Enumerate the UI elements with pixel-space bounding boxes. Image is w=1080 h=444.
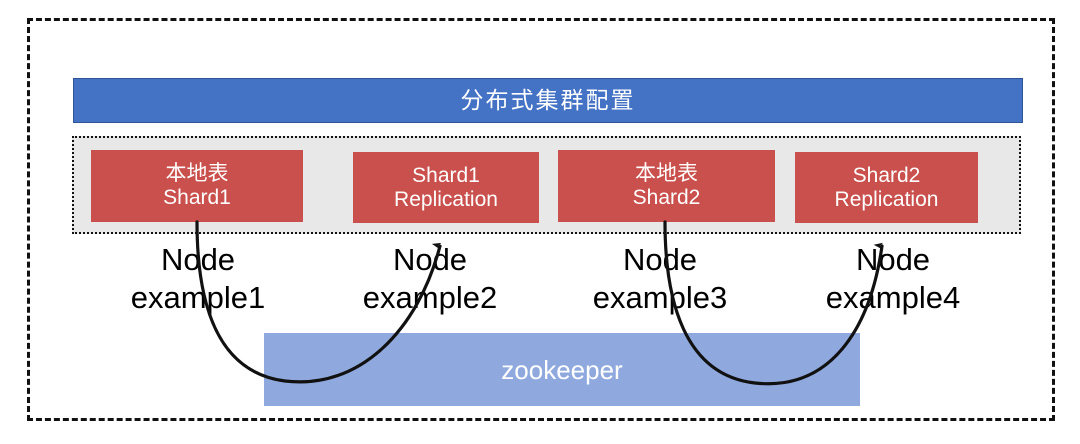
shard-box-shard1-local: 本地表 Shard1 [91, 150, 303, 222]
config-bar-label: 分布式集群配置 [460, 87, 636, 113]
node-label-line2: example4 [825, 279, 961, 315]
shard-box-shard2-local: 本地表 Shard2 [558, 150, 775, 222]
node-label-example2: Node example2 [345, 241, 515, 317]
node-label-line1: Node [622, 242, 698, 277]
shard-box-line2: Replication [394, 187, 498, 211]
node-label-example3: Node example3 [575, 241, 745, 317]
shard-box-line1: 本地表 [635, 162, 698, 186]
node-label-line1: Node [160, 242, 236, 277]
node-label-line1: Node [855, 242, 931, 277]
zookeeper-label: zookeeper [501, 354, 623, 385]
node-label-example1: Node example1 [113, 241, 283, 317]
node-label-example4: Node example4 [808, 241, 978, 317]
shard-box-line2: Shard1 [163, 186, 231, 209]
node-label-line2: example2 [362, 279, 498, 315]
node-label-line2: example1 [130, 279, 266, 315]
shard-box-line2: Replication [834, 187, 939, 211]
shard-box-shard1-replication: Shard1 Replication [353, 152, 539, 223]
outer-boundary [27, 18, 1055, 421]
shard-box-shard2-replication: Shard2 Replication [795, 152, 978, 223]
node-label-line1: Node [392, 242, 468, 277]
shard-box-line1: 本地表 [165, 162, 229, 186]
node-label-line2: example3 [592, 279, 728, 315]
shard-box-line1: Shard2 [852, 163, 921, 187]
zookeeper-bar: zookeeper [264, 333, 860, 406]
shard-box-line1: Shard1 [412, 163, 480, 187]
distributed-cluster-config-bar: 分布式集群配置 [73, 78, 1023, 123]
shard-box-line2: Shard2 [632, 186, 701, 209]
